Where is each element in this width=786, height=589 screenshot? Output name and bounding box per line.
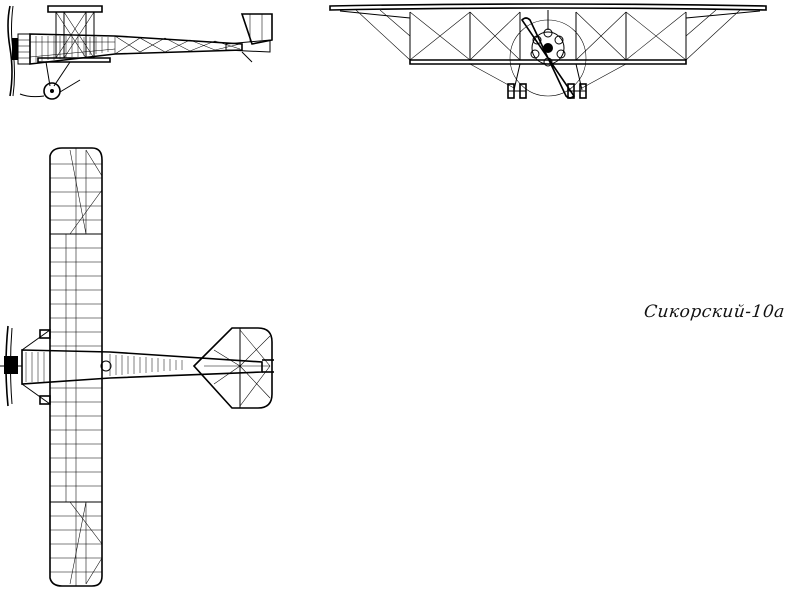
upper-wing-front xyxy=(329,3,767,19)
fuselage-side xyxy=(29,33,243,65)
propeller-side xyxy=(7,5,18,97)
engine-top xyxy=(0,325,51,407)
undercarriage-side xyxy=(19,61,81,100)
engine-side xyxy=(17,33,31,65)
front-view xyxy=(329,3,767,99)
fuselage-top xyxy=(21,349,263,385)
wings-side xyxy=(37,5,111,63)
top-view xyxy=(0,147,274,587)
lower-wing-front xyxy=(409,59,687,65)
wing-top xyxy=(49,147,103,587)
engine-front xyxy=(509,10,587,99)
three-view-drawing xyxy=(0,3,767,587)
aircraft-title-caption: Сикорский-10а xyxy=(642,302,786,322)
side-view xyxy=(7,5,273,100)
tail-top xyxy=(192,327,274,409)
gear-front xyxy=(469,63,627,99)
tail-side xyxy=(225,13,273,63)
struts-front xyxy=(355,9,741,61)
